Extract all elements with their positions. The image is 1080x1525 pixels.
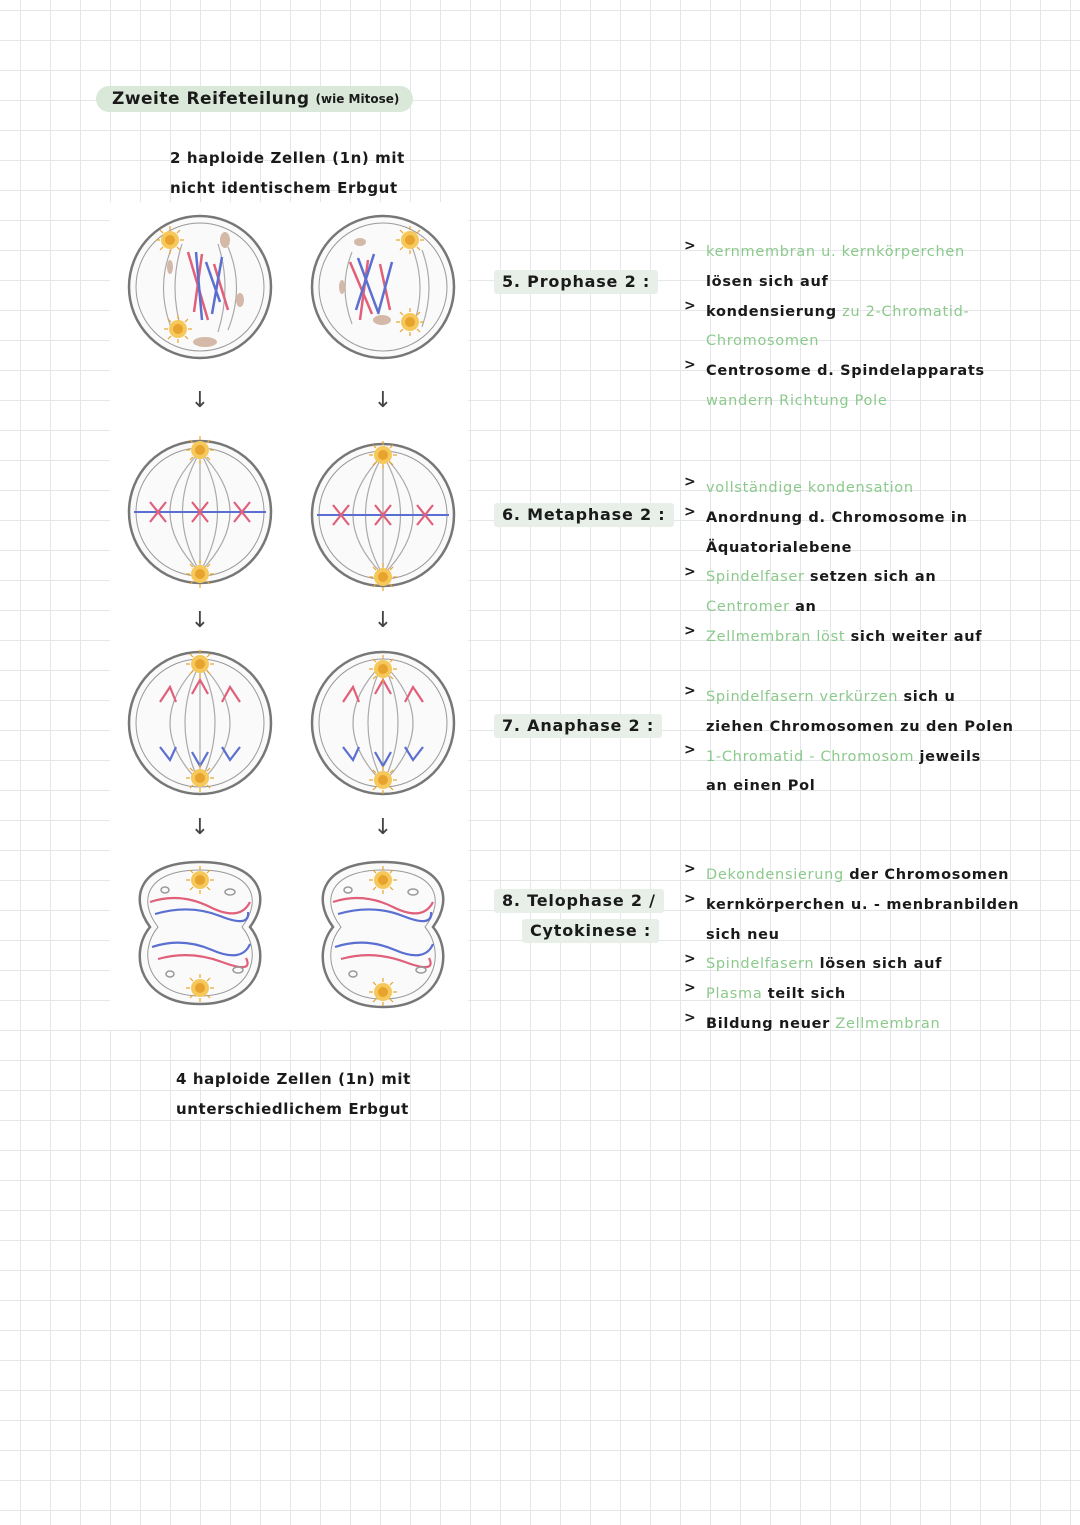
section-title: Zweite Reifeteilung (wie Mitose) [96, 86, 414, 112]
bullet-icon: > [684, 861, 696, 877]
anaphase-cell-left [127, 649, 273, 796]
note-line: ziehen Chromosomen zu den Polen [706, 718, 1014, 735]
note-line: Dekondensierung der Chromosomen [706, 867, 1010, 883]
note-line: Chromosomen [706, 333, 820, 350]
arrow-down-2-right: ↓ [374, 608, 392, 633]
cell-division-svg: ↓ ↓ [127, 214, 456, 1009]
bullet-icon: > [684, 683, 696, 699]
outro-line-1: 4 haploide Zellen (1n) mit [176, 1070, 411, 1088]
phase-8-notes: Dekondensierung der Chromosomen kernkörp… [706, 861, 1019, 1040]
phase-5-notes: kernmembran u. kernkörperchen lösen sich… [706, 238, 985, 417]
note-line: Spindelfaser setzen sich an [706, 569, 937, 586]
note-line: 1-Chromatid - Chromosom jeweils [706, 748, 981, 765]
note-line: kernmembran u. kernkörperchen [706, 244, 965, 260]
note-line: wandern Richtung Pole [706, 392, 888, 409]
note-line: Anordnung d. Chromosome in [706, 509, 968, 526]
note-line: sich neu [706, 926, 780, 943]
phase-8-label-line1: 8. Telophase 2 / [494, 889, 664, 913]
bullet-icon: > [684, 623, 696, 639]
metaphase-cell-left [127, 435, 273, 589]
bullet-icon: > [684, 238, 696, 254]
prophase-cell-right [310, 214, 456, 360]
bullet-icon: > [684, 1010, 696, 1026]
telophase-cell-left [138, 860, 262, 1006]
phase-7-label: 7. Anaphase 2 : [494, 714, 663, 738]
bullet-icon: > [684, 504, 696, 520]
outro-text: 4 haploide Zellen (1n) mit unterschiedli… [176, 1064, 411, 1124]
note-line: Zellmembran löst sich weiter auf [706, 628, 983, 645]
arrow-down-1-right: ↓ [374, 388, 392, 413]
note-line: Spindelfasern lösen sich auf [706, 956, 943, 973]
bullet-icon: > [684, 951, 696, 967]
metaphase-cell-right [310, 440, 456, 592]
phase-8-label-line2: Cytokinese : [522, 919, 660, 943]
note-line: Äquatorialebene [706, 539, 853, 556]
note-line: kondensierung zu 2-Chromatid- [706, 303, 970, 320]
intro-line-2: nicht identischem Erbgut [170, 179, 398, 197]
note-line: kernkörperchen u. - menbranbilden [706, 896, 1020, 913]
intro-line-1: 2 haploide Zellen (1n) mit [170, 149, 405, 167]
note-line: vollständige kondensation [706, 480, 914, 496]
bullet-icon: > [684, 891, 696, 907]
cell-division-diagram: ↓ ↓ [110, 202, 468, 1030]
note-line: Centromer an [706, 599, 817, 616]
arrow-down-2-left: ↓ [191, 608, 209, 633]
bullet-icon: > [684, 357, 696, 373]
arrow-down-3-right: ↓ [374, 815, 392, 840]
phase-6-label: 6. Metaphase 2 : [494, 503, 674, 527]
note-line: Plasma teilt sich [706, 986, 846, 1003]
prophase-cell-left [127, 214, 273, 360]
phase-5-label: 5. Prophase 2 : [494, 270, 659, 294]
note-line: Bildung neuer Zellmembran [706, 1015, 941, 1032]
arrow-down-1-left: ↓ [191, 388, 209, 413]
phase-7-notes: Spindelfasern verkürzen sich u ziehen Ch… [706, 683, 1014, 802]
outro-line-2: unterschiedlichem Erbgut [176, 1100, 409, 1118]
bullet-icon: > [684, 474, 696, 490]
note-line: an einen Pol [706, 778, 816, 795]
intro-text: 2 haploide Zellen (1n) mit nicht identis… [170, 143, 405, 203]
phase-6-notes: vollständige kondensation Anordnung d. C… [706, 474, 982, 653]
section-title-main: Zweite Reifeteilung [112, 89, 310, 109]
arrow-down-3-left: ↓ [191, 815, 209, 840]
bullet-icon: > [684, 564, 696, 580]
anaphase-cell-right [310, 650, 456, 796]
bullet-icon: > [684, 742, 696, 758]
telophase-cell-right [321, 860, 445, 1009]
bullet-icon: > [684, 980, 696, 996]
note-line: Spindelfasern verkürzen sich u [706, 689, 956, 705]
section-title-sub: (wie Mitose) [315, 92, 400, 106]
phase-8-label: 8. Telophase 2 / Cytokinese : [494, 889, 664, 943]
bullet-icon: > [684, 298, 696, 314]
note-line: Centrosome d. Spindelapparats [706, 363, 985, 380]
note-line: lösen sich auf [706, 273, 829, 290]
